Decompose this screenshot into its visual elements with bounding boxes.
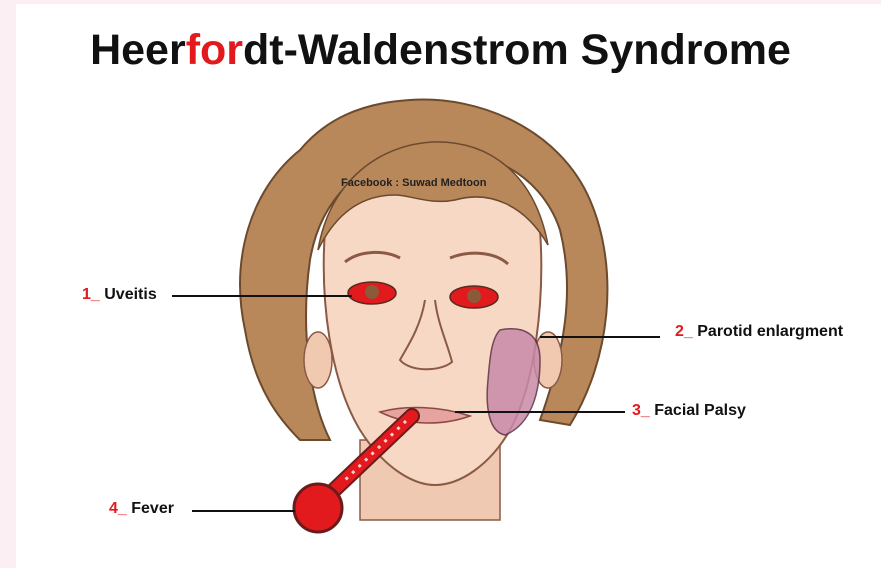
label-uveitis: 1_ Uveitis [82,286,157,304]
credit-text: Facebook : Suwad Medtoon [341,177,486,189]
parotid-swelling [487,329,540,435]
label-facial-palsy: 3_ Facial Palsy [632,402,746,420]
thermometer-bulb [294,484,342,532]
left-ear [304,332,332,388]
label-parotid-enlargment: 2_ Parotid enlargment [675,323,843,341]
label-fever: 4_ Fever [109,500,174,518]
